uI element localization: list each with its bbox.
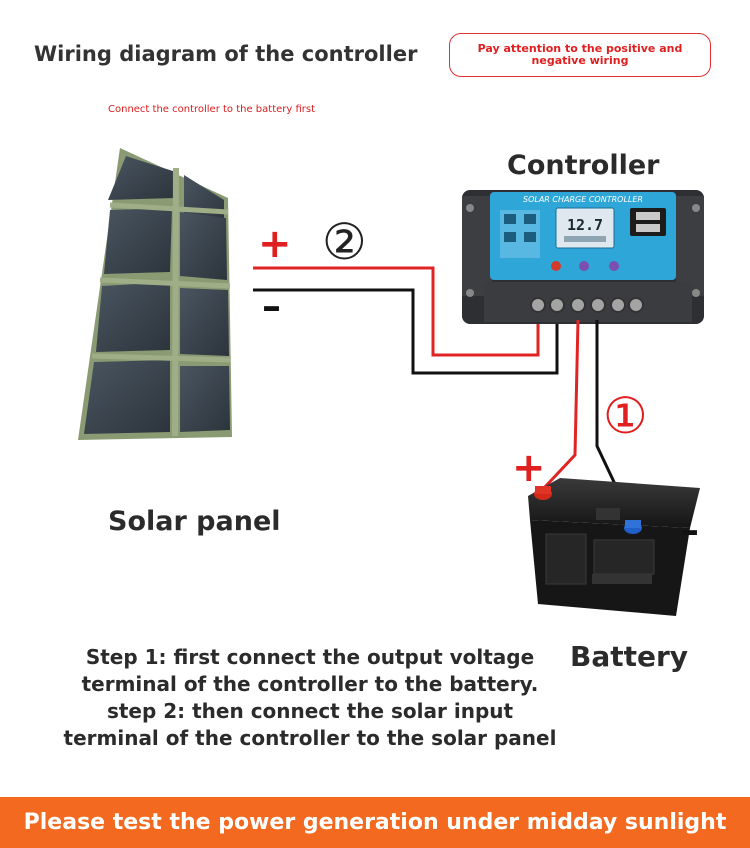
solar-plus-symbol: + [258,224,292,264]
solar-panel-image [78,148,232,440]
step-text-line-4: terminal of the controller to the solar … [30,725,590,752]
solar-minus-symbol: – [262,286,281,326]
battery-plus-symbol: + [512,448,546,488]
footer-banner: Please test the power generation under m… [0,797,750,848]
battery-image [528,478,700,616]
step-text-line-3: step 2: then connect the solar input [40,698,580,725]
footer-text: Please test the power generation under m… [24,810,727,835]
step-two-marker: ② [322,214,367,270]
controller-lcd-reading: 12.7 [567,216,603,234]
controller-label: Controller [507,150,660,181]
step-text-line-2: terminal of the controller to the batter… [40,671,580,698]
battery-label: Battery [570,640,688,673]
step-text-line-1: Step 1: first connect the output voltage [40,644,580,671]
charge-controller-image: SOLAR CHARGE CONTROLLER 12.7 [462,190,704,324]
solar-panel-label: Solar panel [108,506,281,537]
step-one-marker: ① [603,388,648,444]
battery-minus-symbol: – [680,510,699,550]
controller-brand-strip: SOLAR CHARGE CONTROLLER [523,195,643,204]
